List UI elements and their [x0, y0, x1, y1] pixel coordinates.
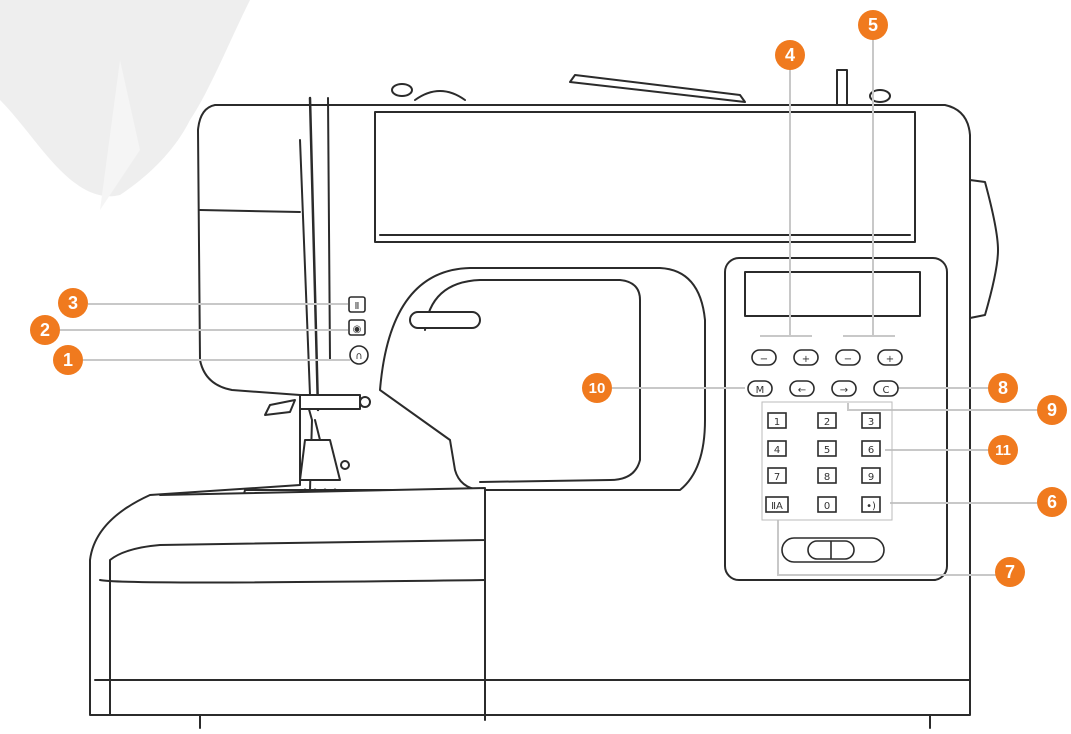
- leader-lines: [60, 38, 1040, 576]
- key-1-label: 1: [774, 417, 780, 428]
- sound-label: •): [866, 501, 876, 512]
- key-9-label: 9: [868, 472, 874, 483]
- key-right[interactable]: [831, 380, 857, 397]
- callout-1-text: 1: [63, 350, 73, 370]
- key-7-label: 7: [774, 472, 780, 483]
- lcd-display: [744, 271, 921, 317]
- callout-4: [775, 40, 805, 70]
- leaf-watermark: [0, 0, 250, 210]
- key-minus-left[interactable]: [751, 349, 777, 366]
- callout-5: [858, 10, 888, 40]
- free-arm: [109, 487, 486, 716]
- key-9[interactable]: [861, 467, 881, 484]
- callout-4-text: 4: [785, 45, 795, 65]
- start-symbol: ∩: [355, 351, 362, 362]
- callout-9: [1037, 395, 1067, 425]
- thread-take-up: [308, 96, 320, 412]
- key-7[interactable]: [767, 467, 787, 484]
- plus-left-label: +: [802, 354, 810, 365]
- top-cover-window: [374, 111, 916, 243]
- callout-7: [995, 557, 1025, 587]
- key-8[interactable]: [817, 467, 837, 484]
- callout-5-text: 5: [868, 15, 878, 35]
- spool-holder: [569, 74, 746, 103]
- key-0[interactable]: [817, 496, 837, 513]
- callout-10: [582, 373, 612, 403]
- callout-numbers: 1 2 3 4 5 6 7 8 9 10 11: [40, 15, 1057, 582]
- key-clear[interactable]: [873, 380, 899, 397]
- callout-6-text: 6: [1047, 492, 1057, 512]
- clear-label: C: [883, 385, 890, 396]
- key-1[interactable]: [767, 412, 787, 429]
- side-buttons: [348, 296, 369, 365]
- key-minus-right[interactable]: [835, 349, 861, 366]
- key-6[interactable]: [861, 440, 881, 457]
- key-memory[interactable]: [747, 380, 773, 397]
- callout-3: [58, 288, 88, 318]
- callout-9-text: 9: [1047, 400, 1057, 420]
- key-4-label: 4: [774, 445, 780, 456]
- bobbin-pin: [836, 69, 848, 106]
- key-5[interactable]: [817, 440, 837, 457]
- callout-8-text: 8: [998, 378, 1008, 398]
- minus-right-label: −: [844, 354, 852, 365]
- reverse-button[interactable]: [348, 296, 366, 313]
- left-label: ←: [798, 385, 806, 396]
- key-left[interactable]: [789, 380, 815, 397]
- callout-1: [53, 345, 83, 375]
- presser-foot: [299, 439, 341, 481]
- key-4[interactable]: [767, 440, 787, 457]
- key-2-label: 2: [824, 417, 830, 428]
- key-0-label: 0: [824, 501, 830, 512]
- thread-guide-right: [869, 89, 891, 103]
- key-sound[interactable]: [861, 496, 881, 513]
- thread-cutter: [409, 311, 481, 329]
- callout-11: [988, 435, 1018, 465]
- needle-up-down-button[interactable]: [348, 319, 366, 336]
- key-6-label: 6: [868, 445, 874, 456]
- minus-left-label: −: [760, 354, 768, 365]
- key-2[interactable]: [817, 412, 837, 429]
- plus-right-label: +: [886, 354, 894, 365]
- callout-2-text: 2: [40, 320, 50, 340]
- callout-7-text: 7: [1005, 562, 1015, 582]
- key-3[interactable]: [861, 412, 881, 429]
- callout-badges: [30, 10, 1067, 587]
- hand-wheel: [969, 179, 999, 319]
- needle-symbol: ◉: [353, 324, 362, 335]
- start-stop-button[interactable]: [349, 345, 369, 365]
- memory-label: M: [756, 385, 765, 396]
- callout-11-text: 11: [995, 442, 1011, 459]
- callout-10-text: 10: [589, 380, 606, 397]
- key-plus-right[interactable]: [877, 349, 903, 366]
- thread-guide-left: [391, 83, 413, 97]
- panel-key-labels: − + − + M ← → C 1 2 3 4 5 6 7 8 9 0 ⅡA •…: [756, 354, 895, 512]
- callout-8: [988, 373, 1018, 403]
- key-mode[interactable]: [765, 496, 789, 513]
- key-8-label: 8: [824, 472, 830, 483]
- key-plus-left[interactable]: [793, 349, 819, 366]
- reverse-symbol: Ⅱ: [355, 301, 360, 312]
- key-3-label: 3: [868, 417, 874, 428]
- callout-3-text: 3: [68, 293, 78, 313]
- bobbin-winder: [414, 90, 466, 101]
- right-label: →: [840, 385, 848, 396]
- mode-label: ⅡA: [771, 501, 783, 512]
- key-5-label: 5: [824, 445, 830, 456]
- callout-6: [1037, 487, 1067, 517]
- callout-2: [30, 315, 60, 345]
- panel-keys: [747, 349, 903, 563]
